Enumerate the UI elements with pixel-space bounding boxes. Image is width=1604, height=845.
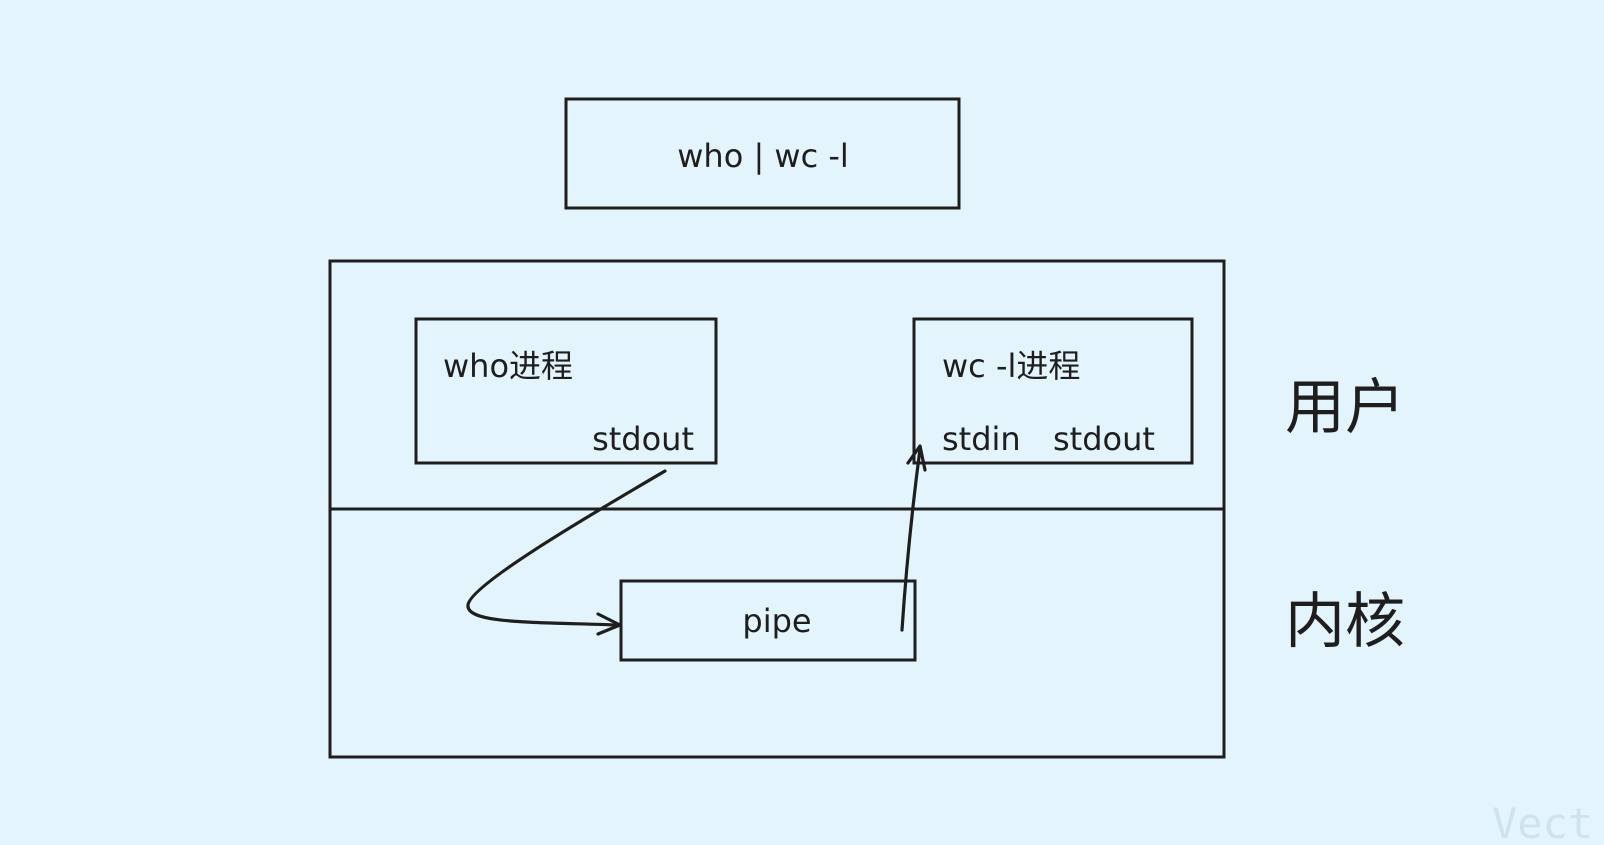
system-container	[328, 259, 1226, 759]
command-box	[564, 97, 961, 210]
pipe-node: pipe	[619, 579, 917, 662]
wc-process-box	[912, 317, 1194, 465]
who-process-box	[414, 317, 718, 465]
who-process-title: who进程	[443, 347, 573, 385]
command-node: who | wc -l	[564, 97, 961, 210]
pipe-box	[619, 579, 917, 662]
pipe-label: pipe	[742, 602, 811, 640]
arrow-pipe-to-stdin-head	[906, 444, 927, 472]
watermark-text: Vect	[1492, 799, 1593, 845]
wc-process-title: wc -l进程	[942, 347, 1080, 385]
arrow-stdout-to-pipe-line	[466, 469, 667, 627]
user-space-label: 用户	[1285, 373, 1405, 443]
wc-stdout-label: stdout	[1053, 420, 1155, 458]
arrow-stdout-to-pipe	[466, 469, 667, 636]
wc-stdin-label: stdin	[942, 420, 1021, 458]
kernel-space-label: 内核	[1285, 587, 1405, 657]
command-text: who | wc -l	[677, 137, 849, 175]
arrow-pipe-to-stdin-line	[900, 447, 922, 632]
wc-process-node: wc -l进程 stdin stdout	[912, 317, 1194, 465]
arrow-pipe-to-stdin	[900, 444, 927, 632]
who-stdout-label: stdout	[592, 420, 694, 458]
arrow-stdout-to-pipe-head	[596, 612, 622, 636]
who-process-node: who进程 stdout	[414, 317, 718, 465]
